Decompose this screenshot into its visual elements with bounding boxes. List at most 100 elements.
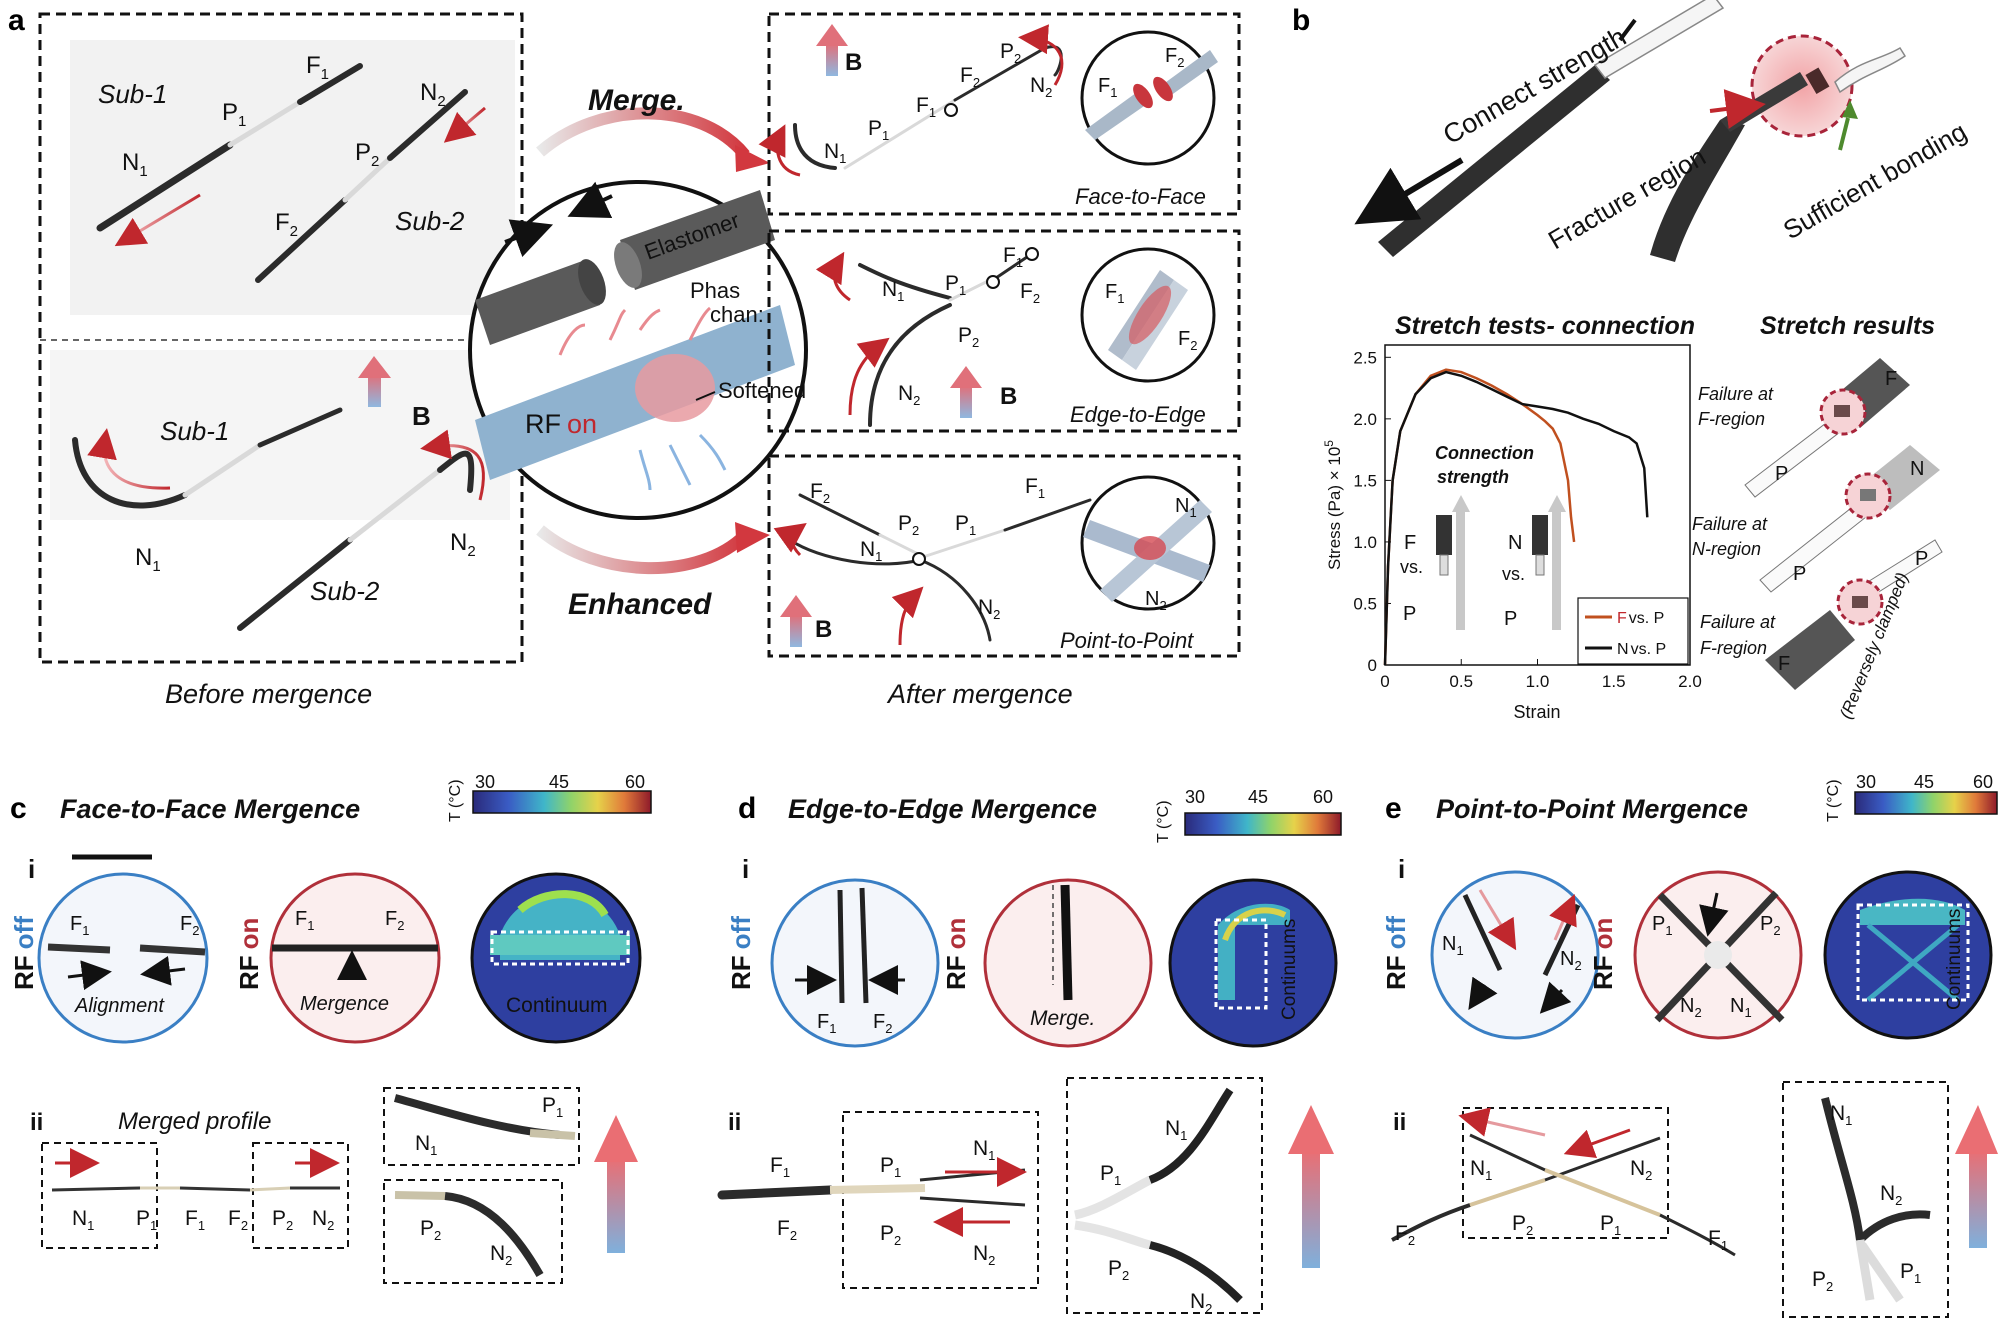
panel-label-e: e — [1385, 792, 1402, 825]
result2-line1: Failure at — [1692, 514, 1768, 534]
after-box-point — [767, 454, 1241, 658]
panel-c-rf-on: F1 F2 Mergence RFon — [234, 872, 441, 1044]
rod-p2-bottom — [347, 467, 443, 543]
panel-e-sub-i: i — [1398, 854, 1405, 884]
panel-d-rf-off: F1 F2 RFoff — [726, 878, 940, 1048]
colorbar-d-tick-30: 30 — [1185, 787, 1205, 807]
colorbar-d-tick-60: 60 — [1313, 787, 1333, 807]
colorbar-c-tick-45: 45 — [549, 772, 569, 792]
profile-p1: P1 — [136, 1207, 157, 1233]
c-rf-off-label: RFoff — [9, 916, 39, 990]
label-face-f2: F2 — [960, 64, 980, 90]
zoom1-n1: N1 — [415, 1132, 437, 1158]
panel-e-thermal: Continuums — [1823, 870, 1993, 1040]
e-on-p2: P2 — [1760, 913, 1781, 938]
label-b-point: B — [815, 616, 832, 643]
label-sub2-top: Sub-2 — [395, 206, 465, 236]
label-nvs-p: P — [1504, 608, 1517, 630]
result2-line2: N-region — [1692, 539, 1761, 559]
label-face-n1: N1 — [824, 140, 846, 166]
profile-p2: P2 — [272, 1207, 293, 1233]
colorbar-e-tick-45: 45 — [1914, 772, 1934, 792]
rod-f1-bottom — [257, 407, 343, 448]
e-rf-on-label: RFon — [1588, 918, 1618, 990]
arrow-sub2 — [443, 106, 486, 143]
e-off-n1: N1 — [1442, 933, 1464, 958]
label-p2: P2 — [355, 139, 379, 170]
e-zoom-p1: P1 — [1900, 1260, 1921, 1286]
e-off-n2: N2 — [1560, 948, 1582, 973]
elastomer-rod-right — [620, 190, 775, 290]
colorbar-c-tick-60: 60 — [625, 772, 645, 792]
zoom2-n2: N2 — [490, 1242, 512, 1268]
label-softened: Softened — [718, 378, 806, 403]
res-label-p3: P — [1915, 548, 1928, 570]
sub-background-top — [70, 40, 515, 315]
x-tick-label: 2.0 — [1678, 672, 1702, 691]
chart-legend — [1577, 597, 1689, 665]
label-continuum: Continuum — [506, 994, 608, 1017]
panel-d-thermal: Continuums — [1168, 878, 1338, 1048]
label-face-p1: P1 — [868, 117, 889, 143]
x-tick-label: 0.5 — [1449, 672, 1473, 691]
d-profile-p1: P1 — [880, 1154, 901, 1180]
colorbar-e-tick-60: 60 — [1973, 772, 1993, 792]
label-point-to-point: Point-to-Point — [1060, 628, 1194, 653]
label-f1: F1 — [306, 52, 329, 83]
label-edge-f2: F2 — [1020, 280, 1040, 306]
label-face-n2: N2 — [1030, 74, 1052, 100]
label-alignment: Alignment — [74, 995, 165, 1017]
colorbar-c-tick-30: 30 — [475, 772, 495, 792]
label-b-edge: B — [1000, 383, 1017, 410]
panel-label-d: d — [738, 792, 756, 825]
result3-line2: F-region — [1700, 638, 1767, 658]
d-zoom-p2: P2 — [1108, 1257, 1129, 1283]
e-zoom-n1: N1 — [1830, 1102, 1852, 1128]
e-profile-p1: P1 — [1600, 1212, 1621, 1238]
d-profile-n1: N1 — [973, 1137, 995, 1163]
e-profile-n2: N2 — [1630, 1157, 1652, 1183]
label-merge-d: Merge. — [1030, 1007, 1095, 1030]
d-zoom-n1: N1 — [1165, 1117, 1187, 1143]
label-connection-strength-1: Connection — [1435, 443, 1534, 463]
e-profile-f2: F2 — [1395, 1222, 1415, 1248]
label-face-zoom-f1: F1 — [1098, 75, 1117, 100]
label-enhanced: Enhanced — [568, 588, 712, 621]
y-tick-label: 2.5 — [1353, 348, 1377, 367]
arc-merge — [536, 107, 750, 159]
c-rf-on-label: RFon — [234, 918, 264, 990]
chart-ylabel: Stress (Pa) × 105 — [1322, 440, 1344, 570]
e-rf-off-label: RFoff — [1381, 916, 1411, 990]
y-tick-label: 1.0 — [1353, 533, 1377, 552]
after-box-face — [767, 12, 1241, 216]
colorbar-e — [1854, 791, 1998, 815]
rod-p2 — [342, 155, 393, 203]
panel-e-rf-off: N1 N2 RFoff — [1381, 870, 1600, 1040]
label-nvs-vs: vs. — [1502, 564, 1525, 584]
zoom2-p2: P2 — [420, 1217, 441, 1243]
stretch-results: Stretch results Failure at F-region F P … — [1692, 312, 1943, 721]
chart-title: Stretch tests- connection — [1395, 312, 1695, 340]
arc-enhanced — [536, 525, 750, 575]
panel-d-sub-i: i — [742, 854, 749, 884]
zoom1-p1: P1 — [542, 1094, 563, 1120]
e-on-n2: N2 — [1680, 995, 1702, 1020]
profile-n2: N2 — [312, 1207, 334, 1233]
label-sub2-bottom: Sub-2 — [310, 576, 380, 606]
label-continuums-e: Continuums — [1944, 909, 1965, 1010]
panel-e-profile: N1 N2 F2 P2 P1 F1 N1 N2 P2 P1 — [1391, 1081, 1998, 1318]
caption-before: Before mergence — [165, 679, 372, 709]
res-label-p: P — [1775, 463, 1788, 485]
label-point-n1: N1 — [860, 538, 882, 564]
label-edge-n2: N2 — [898, 382, 920, 408]
elastomer-rod-left — [475, 260, 600, 345]
arrow-sub1 — [114, 193, 201, 247]
d-profile-n2: N2 — [973, 1242, 995, 1268]
result1-line1: Failure at — [1698, 384, 1774, 404]
label-merge: Merge. — [588, 84, 685, 117]
label-edge-p1: P1 — [945, 272, 966, 298]
stretch-results-title: Stretch results — [1760, 312, 1935, 340]
res-label-f: F — [1885, 368, 1897, 390]
profile-f1: F1 — [185, 1207, 205, 1233]
label-fvs-p: P — [1403, 603, 1416, 625]
